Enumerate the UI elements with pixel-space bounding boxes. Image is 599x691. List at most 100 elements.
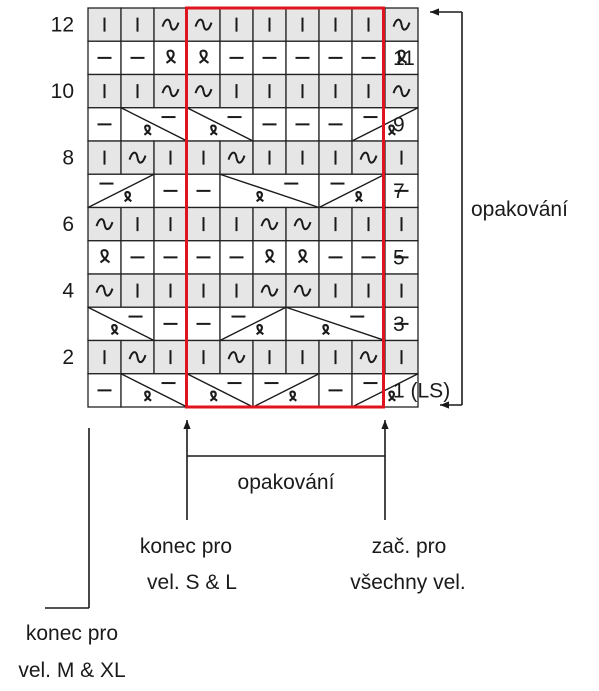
- cable-diagonal: [120, 373, 188, 408]
- chart-cell: [384, 339, 419, 375]
- repeat-frame: [185, 6, 385, 409]
- start-all-label-line1: zač. pro: [372, 535, 447, 558]
- chart-cell: [87, 240, 122, 275]
- chart-cell: [252, 73, 287, 109]
- slipped-stitch-icon: [359, 151, 378, 164]
- chart-cell: [285, 73, 320, 109]
- slipped-stitch-icon: [227, 151, 246, 164]
- chart-cell: [87, 339, 122, 375]
- chart-cell: [153, 339, 188, 375]
- chart-cell: [351, 140, 386, 175]
- chart-cell: [285, 107, 320, 142]
- cable-cross-cell: [285, 306, 386, 342]
- chart-cell: [120, 339, 155, 375]
- chart-cell: [318, 40, 353, 76]
- slipped-stitch-icon: [293, 284, 312, 297]
- slipped-stitch-icon: [161, 85, 180, 98]
- row-number-right: 7: [393, 180, 405, 203]
- row-number-right: 5: [393, 246, 405, 269]
- slipped-stitch-icon: [95, 284, 114, 297]
- chart-cell: [120, 73, 155, 109]
- slipped-stitch-icon: [359, 351, 378, 364]
- chart-cell: [384, 173, 419, 209]
- slipped-stitch-icon: [128, 351, 147, 364]
- chart-cell: [87, 40, 122, 76]
- chart-cell: [252, 7, 287, 42]
- cable-diagonal: [219, 306, 287, 342]
- chart-cell: [87, 107, 122, 142]
- chart-cell: [153, 73, 188, 109]
- chart-cell: [252, 339, 287, 375]
- cable-diagonal: [318, 173, 386, 209]
- chart-cell: [285, 339, 320, 375]
- row-number-right: 1 (LS): [393, 379, 450, 402]
- row-number-left: 8: [62, 147, 74, 170]
- end-s-l-label-line1: konec pro: [140, 535, 232, 558]
- chart-cell: [120, 40, 155, 76]
- chart-row-1: [87, 373, 419, 408]
- row-number-left: 6: [62, 213, 74, 236]
- chart-cell: [252, 107, 287, 142]
- chart-cell: [285, 206, 320, 242]
- chart-cell: [351, 273, 386, 308]
- cell-box: [318, 73, 353, 109]
- vertical-repeat-bracket: [430, 8, 463, 409]
- chart-cell: [318, 273, 353, 308]
- row-number-left: 10: [51, 80, 74, 103]
- chart-cell: [318, 107, 353, 142]
- chart-cell: [120, 206, 155, 242]
- chart-cell: [87, 73, 122, 109]
- cable-diagonal: [87, 306, 155, 342]
- chart-cell: [219, 273, 254, 308]
- chart-cell: [153, 173, 188, 209]
- chart-cell: [87, 140, 122, 175]
- chart-cell: [120, 7, 155, 42]
- chart-cell: [351, 339, 386, 375]
- chart-cell: [285, 273, 320, 308]
- chart-cell: [318, 240, 353, 275]
- horizontal-repeat-label: opakování: [238, 471, 335, 494]
- chart-cell: [153, 306, 188, 342]
- slipped-stitch-icon: [161, 18, 180, 31]
- chart-cell: [384, 273, 419, 308]
- chart-cell: [186, 73, 221, 109]
- chart-row-10: [87, 73, 419, 109]
- chart-cell: [318, 373, 353, 408]
- chart-cell: [252, 40, 287, 76]
- chart-cell: [252, 140, 287, 175]
- chart-cell: [384, 7, 419, 42]
- twisted-stitch-icon: [165, 49, 177, 64]
- chart-cell: [384, 140, 419, 175]
- chart-cell: [153, 240, 188, 275]
- slipped-stitch-icon: [260, 218, 279, 231]
- twisted-stitch-icon: [209, 124, 218, 136]
- row-number-right: 9: [393, 113, 405, 136]
- horizontal-repeat-bracket: [45, 420, 389, 609]
- cable-cross-cell: [219, 173, 320, 209]
- cell-box: [153, 240, 188, 275]
- chart-cell: [351, 40, 386, 76]
- cable-cross-cell: [87, 173, 155, 209]
- chart-cell: [186, 339, 221, 375]
- cell-box: [351, 240, 386, 275]
- chart-cell: [318, 339, 353, 375]
- chart-cell: [153, 140, 188, 175]
- cable-diagonal: [120, 107, 188, 142]
- cable-cross-cell: [219, 306, 287, 342]
- chart-row-2: [87, 339, 419, 375]
- chart-cell: [120, 273, 155, 308]
- cable-diagonal: [219, 173, 320, 209]
- cable-cross-cell: [186, 373, 254, 408]
- twisted-stitch-icon: [143, 390, 152, 402]
- twisted-stitch-icon: [124, 191, 132, 203]
- chart-cell: [186, 173, 221, 209]
- slipped-stitch-icon: [194, 18, 213, 31]
- chart-cell: [186, 273, 221, 308]
- chart-row-5: [87, 240, 419, 275]
- twisted-stitch-icon: [289, 390, 297, 402]
- chart-cell: [318, 140, 353, 175]
- row-number-left: 4: [62, 280, 74, 303]
- chart-cell: [87, 206, 122, 242]
- chart-cell: [186, 240, 221, 275]
